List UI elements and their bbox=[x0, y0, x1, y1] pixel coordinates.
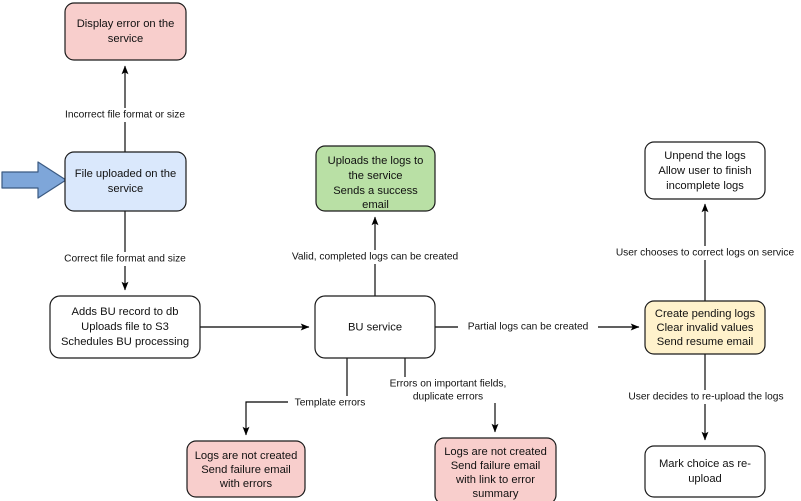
node-adds-bu-record-line-0: Adds BU record to db bbox=[72, 306, 179, 318]
node-logs-not-created-summary-line-3: summary bbox=[473, 488, 519, 500]
edge-label-backgrounds bbox=[52, 108, 801, 410]
incoming-upload-arrow bbox=[1, 161, 67, 199]
edge-label-important-errors-line-1: duplicate errors bbox=[413, 392, 483, 403]
node-unpend-logs[interactable]: Unpend the logs Allow user to finish inc… bbox=[644, 141, 766, 200]
node-unpend-logs-line-2: incomplete logs bbox=[666, 180, 744, 192]
node-bu-service-shape[interactable] bbox=[314, 295, 436, 359]
node-logs-not-created-summary-shape[interactable] bbox=[434, 437, 557, 501]
node-file-uploaded[interactable]: File uploaded on the service bbox=[64, 151, 187, 212]
node-display-error[interactable]: Display error on the service bbox=[64, 2, 187, 61]
node-bu-service[interactable]: BU service bbox=[314, 295, 436, 359]
node-mark-choice-reupload[interactable]: Mark choice as re- upload bbox=[644, 445, 766, 498]
node-adds-bu-record[interactable]: Adds BU record to db Uploads file to S3 … bbox=[49, 295, 201, 359]
node-unpend-logs-line-1: Allow user to finish bbox=[658, 165, 751, 177]
edge-label-important-errors-line-0: Errors on important fields, bbox=[390, 379, 507, 390]
node-display-error-line-1: service bbox=[108, 33, 143, 45]
edge-label-incorrect-format: Incorrect file format or size bbox=[65, 110, 185, 121]
node-bu-service-label: BU service bbox=[348, 321, 402, 333]
edge-label-user-reuploads: User decides to re-upload the logs bbox=[628, 392, 783, 403]
node-logs-not-created-summary-line-0: Logs are not created bbox=[444, 446, 547, 458]
node-file-uploaded-shape[interactable] bbox=[64, 151, 187, 212]
node-uploads-logs-line-3: email bbox=[362, 199, 389, 211]
node-create-pending-logs-shape[interactable] bbox=[644, 300, 766, 355]
node-unpend-logs-line-0: Unpend the logs bbox=[664, 150, 746, 162]
edge-label-partial-logs: Partial logs can be created bbox=[468, 322, 589, 333]
node-create-pending-logs-line-1: Clear invalid values bbox=[656, 322, 753, 334]
node-create-pending-logs-line-0: Create pending logs bbox=[655, 308, 756, 320]
node-adds-bu-record-line-1: Uploads file to S3 bbox=[81, 321, 169, 333]
node-unpend-logs-shape[interactable] bbox=[644, 141, 766, 200]
node-logs-not-created-errors-line-2: with errors bbox=[219, 478, 273, 490]
node-mark-choice-reupload-shape[interactable] bbox=[644, 445, 766, 498]
node-uploads-logs-shape[interactable] bbox=[315, 145, 436, 212]
edge-label-user-corrects: User chooses to correct logs on service bbox=[616, 248, 795, 259]
node-logs-not-created-summary-line-2: with link to error bbox=[455, 474, 535, 486]
node-create-pending-logs-line-2: Send resume email bbox=[657, 336, 753, 348]
node-logs-not-created-errors-line-0: Logs are not created bbox=[195, 450, 298, 462]
node-mark-choice-reupload-line-1: upload bbox=[688, 473, 722, 485]
node-uploads-logs-line-0: Uploads the logs to bbox=[328, 155, 424, 167]
node-uploads-logs-line-1: the service bbox=[348, 170, 402, 182]
edge-label-correct-format: Correct file format and size bbox=[64, 254, 186, 265]
edge-label-template-errors: Template errors bbox=[295, 398, 366, 409]
node-logs-not-created-summary[interactable]: Logs are not created Send failure email … bbox=[434, 437, 557, 501]
node-file-uploaded-line-0: File uploaded on the bbox=[75, 168, 176, 180]
node-display-error-line-0: Display error on the bbox=[77, 18, 175, 30]
node-adds-bu-record-shape[interactable] bbox=[49, 295, 201, 359]
node-logs-not-created-errors-shape[interactable] bbox=[186, 440, 306, 498]
node-adds-bu-record-line-2: Schedules BU processing bbox=[61, 336, 189, 348]
node-logs-not-created-errors[interactable]: Logs are not created Send failure email … bbox=[186, 440, 306, 498]
node-uploads-logs-line-2: Sends a success bbox=[333, 185, 418, 197]
node-file-uploaded-line-1: service bbox=[108, 183, 143, 195]
node-logs-not-created-summary-line-1: Send failure email bbox=[451, 460, 541, 472]
node-display-error-shape[interactable] bbox=[64, 2, 187, 61]
node-logs-not-created-errors-line-1: Send failure email bbox=[201, 464, 291, 476]
node-mark-choice-reupload-line-0: Mark choice as re- bbox=[659, 458, 751, 470]
node-uploads-logs[interactable]: Uploads the logs to the service Sends a … bbox=[315, 145, 436, 212]
edge-label-valid-logs: Valid, completed logs can be created bbox=[292, 252, 459, 263]
node-create-pending-logs[interactable]: Create pending logs Clear invalid values… bbox=[644, 300, 766, 355]
